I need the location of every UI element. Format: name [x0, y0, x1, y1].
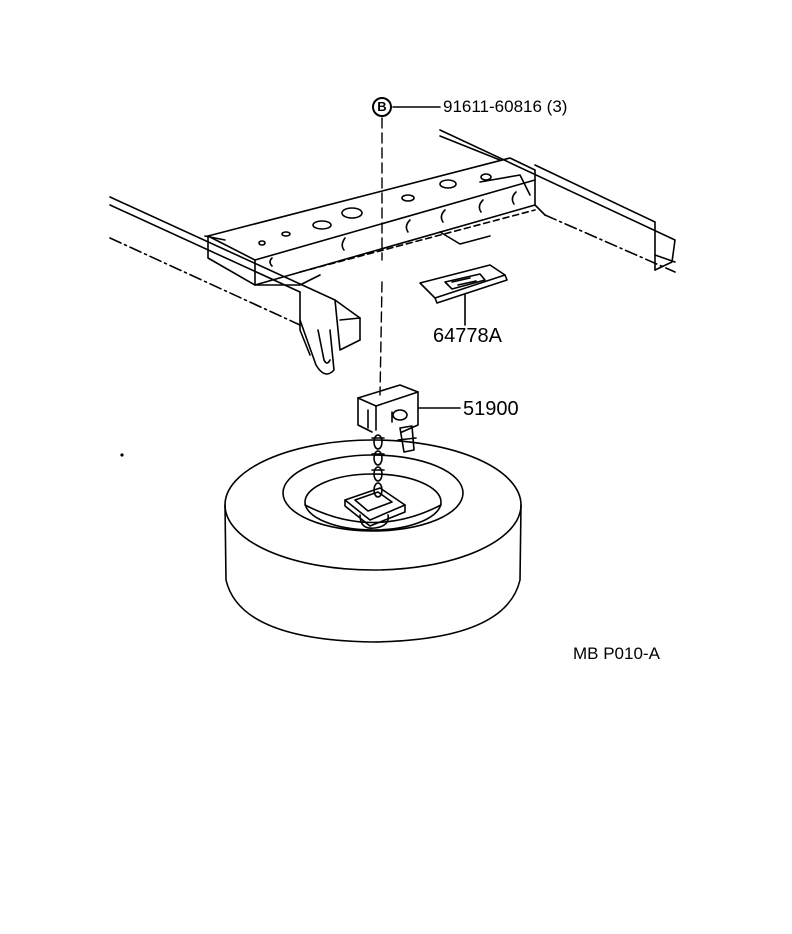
carrier-part-number: 51900 — [463, 398, 519, 420]
right-frame-rail — [439, 129, 676, 273]
pad-64778a — [419, 264, 508, 304]
diagram-code: MB P010-A — [573, 644, 660, 663]
bolt-b-badge: B — [372, 97, 392, 117]
left-frame-rail — [109, 196, 361, 375]
pad-part-number: 64778A — [433, 325, 502, 347]
carrier-51900 — [344, 384, 419, 530]
crossmember — [204, 157, 546, 286]
spare-tire — [224, 439, 522, 643]
bolt-center-line — [379, 117, 383, 396]
bolt-part-number: 91611-60816 (3) — [443, 97, 568, 116]
